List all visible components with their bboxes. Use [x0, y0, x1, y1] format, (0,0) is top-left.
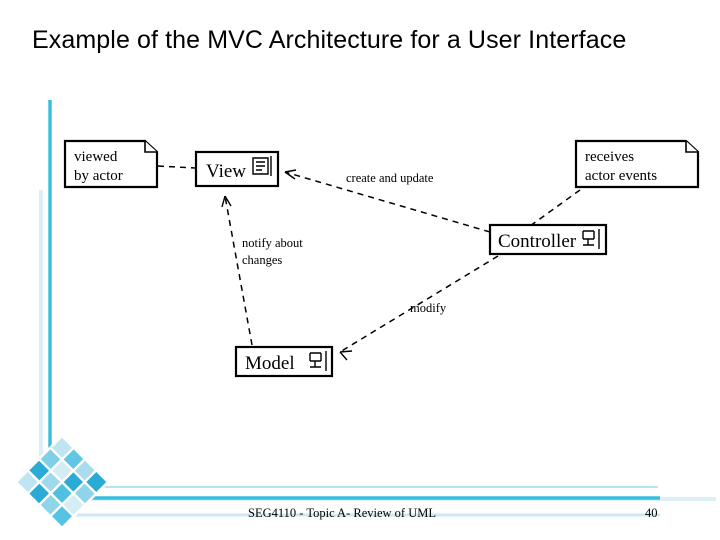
- edge-label-modify: modify: [410, 301, 447, 315]
- anchor-note-receives-to-controller: [529, 189, 581, 227]
- edge-create-and-update: [284, 171, 491, 233]
- edge-create-and-update-arrowhead: [284, 169, 297, 180]
- footer-label: SEG4110 - Topic A- Review of UML: [248, 506, 436, 520]
- anchor-note-viewed-to-view: [157, 165, 196, 169]
- slide-footer: SEG4110 - Topic A- Review of UML: [0, 506, 720, 521]
- edge-notify-about-changes: [224, 195, 253, 346]
- page-title: Example of the MVC Architecture for a Us…: [32, 26, 627, 54]
- node-model-label: Model: [245, 353, 295, 374]
- edge-notify-arrowhead: [221, 195, 232, 208]
- edge-modify-arrowhead: [339, 350, 353, 361]
- node-view[interactable]: View: [194, 150, 280, 188]
- node-controller-label: Controller: [498, 231, 577, 252]
- page-number: 40: [645, 506, 658, 520]
- interface-icon: [309, 351, 327, 371]
- document-icon: [252, 156, 272, 176]
- node-controller[interactable]: Controller: [488, 223, 608, 256]
- interface-icon: [582, 229, 600, 249]
- edge-label-notify-about-changes-line-2: changes: [242, 253, 282, 267]
- note-receives-actor-events: receives actor events: [574, 139, 700, 189]
- edge-label-notify-about-changes-line-1: notify about: [242, 236, 303, 250]
- node-view-label: View: [206, 161, 246, 182]
- note-receives-line-1: receives: [585, 149, 634, 165]
- edge-modify: [339, 255, 499, 353]
- note-viewed-line-1: viewed: [74, 149, 118, 165]
- note-viewed-by-actor: viewed by actor: [63, 139, 159, 189]
- node-model[interactable]: Model: [234, 345, 334, 378]
- edge-label-create-and-update: create and update: [346, 171, 434, 185]
- note-receives-line-2: actor events: [585, 168, 657, 184]
- note-viewed-line-2: by actor: [74, 168, 123, 184]
